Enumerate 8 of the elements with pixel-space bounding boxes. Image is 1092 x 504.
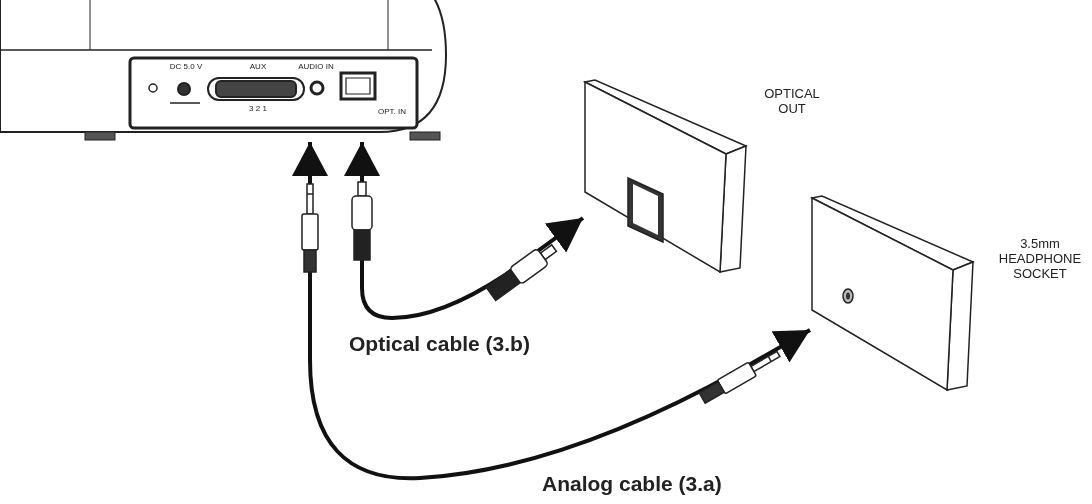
port-label: AUDIO IN — [297, 63, 335, 71]
socket-label: OPTICAL OUT — [763, 86, 821, 116]
port-label: DC 5.0 V — [168, 63, 204, 71]
cable — [292, 142, 811, 481]
port-label: 3 2 1 — [248, 105, 268, 113]
port-label: OPT. IN — [377, 108, 407, 116]
port-label: AUX — [248, 63, 268, 71]
socket-label: 3.5mm HEADPHONE SOCKET — [997, 236, 1083, 281]
